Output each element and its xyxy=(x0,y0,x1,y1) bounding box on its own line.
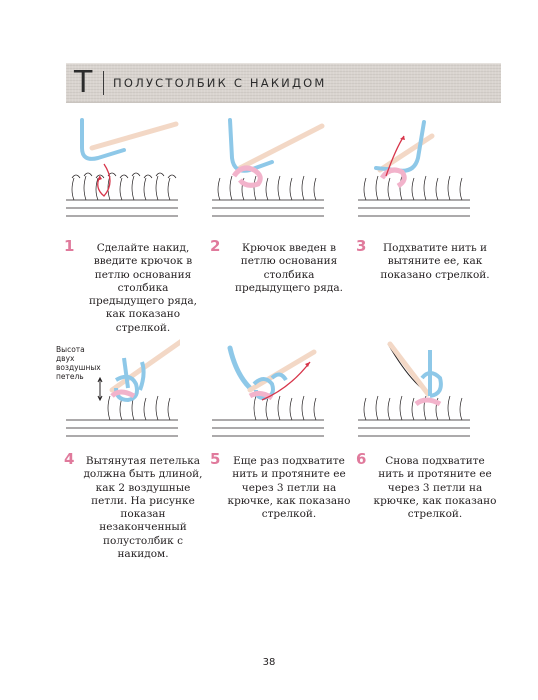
step-text: Крючок введен в петлю основания столбика… xyxy=(235,242,343,294)
step-number: 1 xyxy=(64,237,75,255)
figure-step-1 xyxy=(66,118,179,217)
step-text: Подхватите нить и вытяните ее, как показ… xyxy=(380,242,490,281)
step-number: 2 xyxy=(210,237,221,255)
header-divider xyxy=(103,71,104,95)
section-letter: Т xyxy=(74,65,93,100)
step-text: Вытянутая петелька должна быть длиной, к… xyxy=(83,455,203,561)
section-header: Т ПОЛУСТОЛБИК С НАКИДОМ xyxy=(66,63,501,103)
figure-step-6 xyxy=(358,341,470,437)
page-number: 38 xyxy=(262,657,276,668)
figure-step-3 xyxy=(358,120,470,217)
figure-step-4 xyxy=(66,339,180,437)
step-number: 6 xyxy=(356,450,367,468)
step-number: 3 xyxy=(356,237,367,255)
loop-height-label: Высота двух воздушных петель xyxy=(56,345,101,381)
figure-step-2 xyxy=(212,118,325,217)
section-title: ПОЛУСТОЛБИК С НАКИДОМ xyxy=(113,76,327,90)
step-text: Снова подхватите нить и протяните ее чер… xyxy=(373,455,497,521)
step-number: 5 xyxy=(210,450,221,468)
figure-step-5 xyxy=(212,345,324,437)
step-number: 4 xyxy=(64,450,75,468)
step-text: Еще раз подхватите нить и протяните ее ч… xyxy=(227,455,351,521)
step-text: Сделайте накид, введите крючок в петлю о… xyxy=(89,242,197,334)
